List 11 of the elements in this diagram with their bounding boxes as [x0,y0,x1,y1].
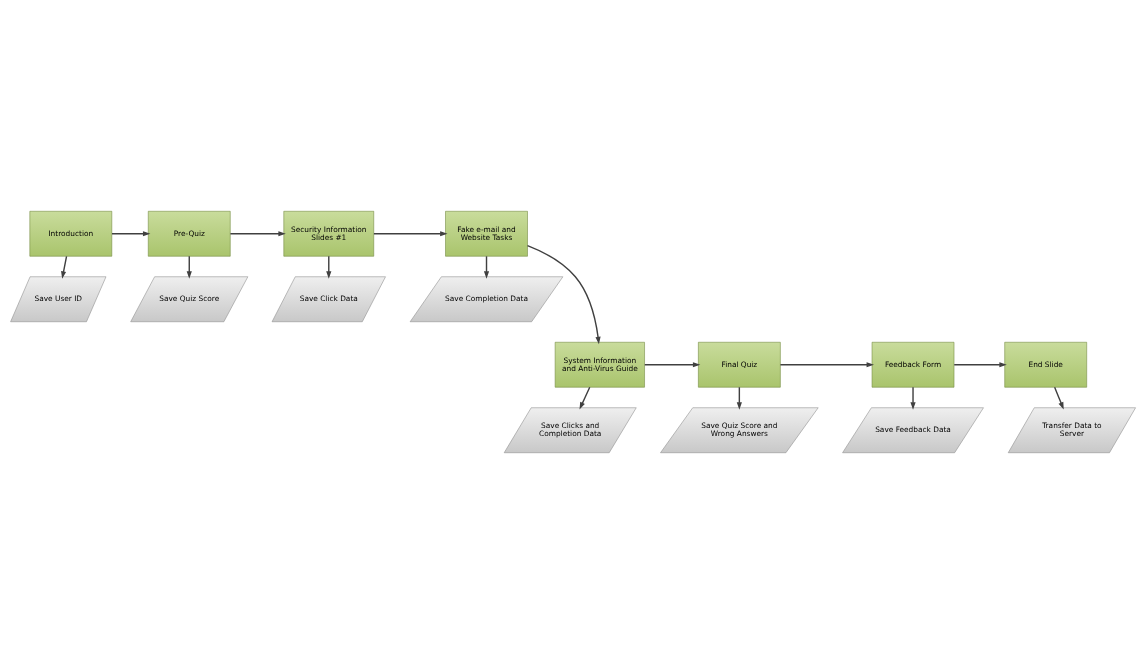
arrow [229,231,286,237]
arrow [526,244,601,345]
arrow [779,362,874,368]
arrow [61,255,68,279]
arrow [910,386,916,410]
arrow [373,231,448,237]
arrow [111,231,151,237]
arrow [644,362,701,368]
arrow [953,362,1007,368]
arrow [579,386,591,410]
arrow [1053,386,1064,410]
